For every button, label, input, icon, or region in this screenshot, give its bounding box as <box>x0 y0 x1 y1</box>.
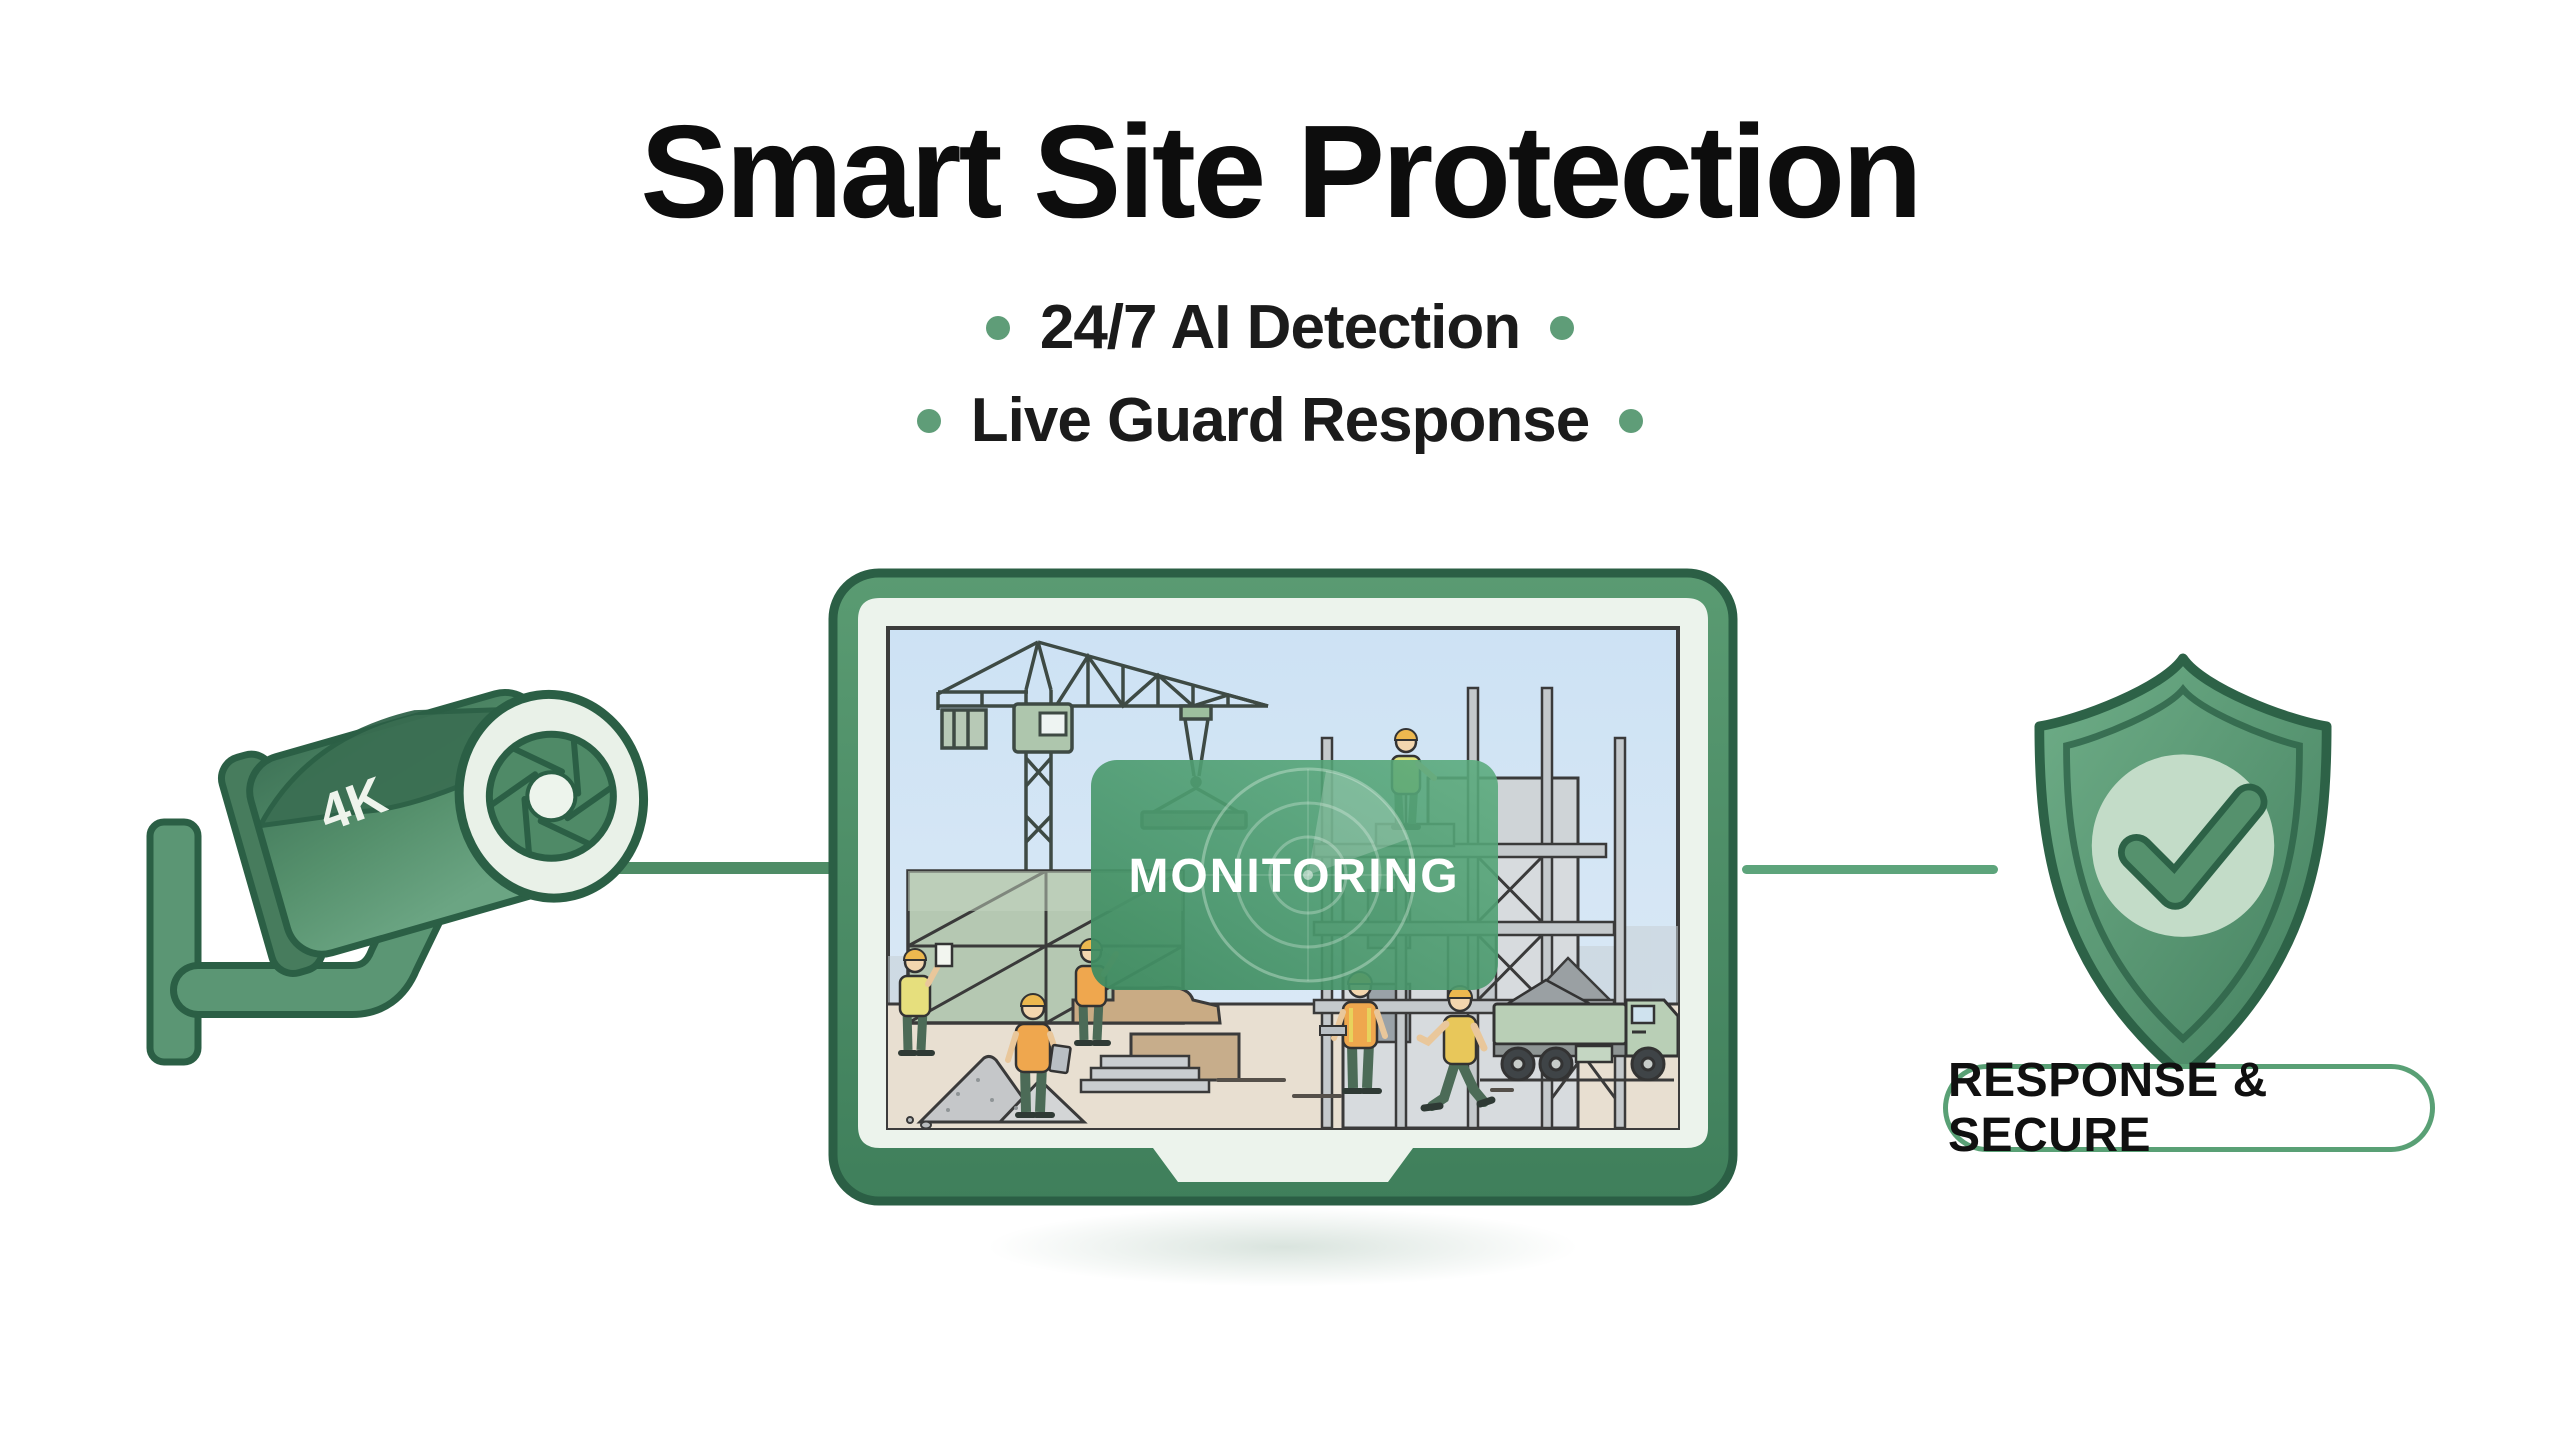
monitor-shadow <box>873 1192 1693 1302</box>
bullet-label: Live Guard Response <box>970 386 1590 455</box>
response-secure-badge: RESPONSE & SECURE <box>1943 1054 2435 1162</box>
cctv-camera-icon: 4K <box>146 688 649 1066</box>
worker-raised-arm-left <box>898 942 954 1056</box>
bullet-row-ai-detection: 24/7 AI Detection <box>985 292 1575 363</box>
bullet-label: 24/7 AI Detection <box>1039 293 1521 362</box>
bullet-dot-icon <box>985 315 1010 340</box>
worker-walking <box>1416 985 1496 1112</box>
bullet-row-guard-response: Live Guard Response <box>916 385 1644 456</box>
bullet-dot-icon <box>916 408 941 433</box>
bullet-dot-icon <box>1619 408 1644 433</box>
page-title: Smart Site Protection <box>640 98 1922 245</box>
monitoring-overlay: MONITORING <box>1091 760 1498 990</box>
construction-site-scene: MONITORING <box>888 640 1678 1128</box>
radar-icon <box>1200 767 1416 983</box>
bullet-dot-icon <box>1550 315 1575 340</box>
feature-bullets: 24/7 AI Detection Live Guard Response <box>0 292 2560 456</box>
monitoring-label: MONITORING <box>1128 850 1459 903</box>
monitoring-display: MONITORING <box>828 568 1738 1206</box>
connector-line-camera-to-monitor <box>612 862 836 874</box>
shield-check-icon <box>2034 653 2332 1081</box>
connector-line-monitor-to-shield <box>1742 865 1998 874</box>
dump-truck <box>1480 978 1678 1082</box>
response-secure-label: RESPONSE & SECURE <box>1948 1054 2268 1162</box>
worker-with-clipboard <box>1005 993 1072 1118</box>
